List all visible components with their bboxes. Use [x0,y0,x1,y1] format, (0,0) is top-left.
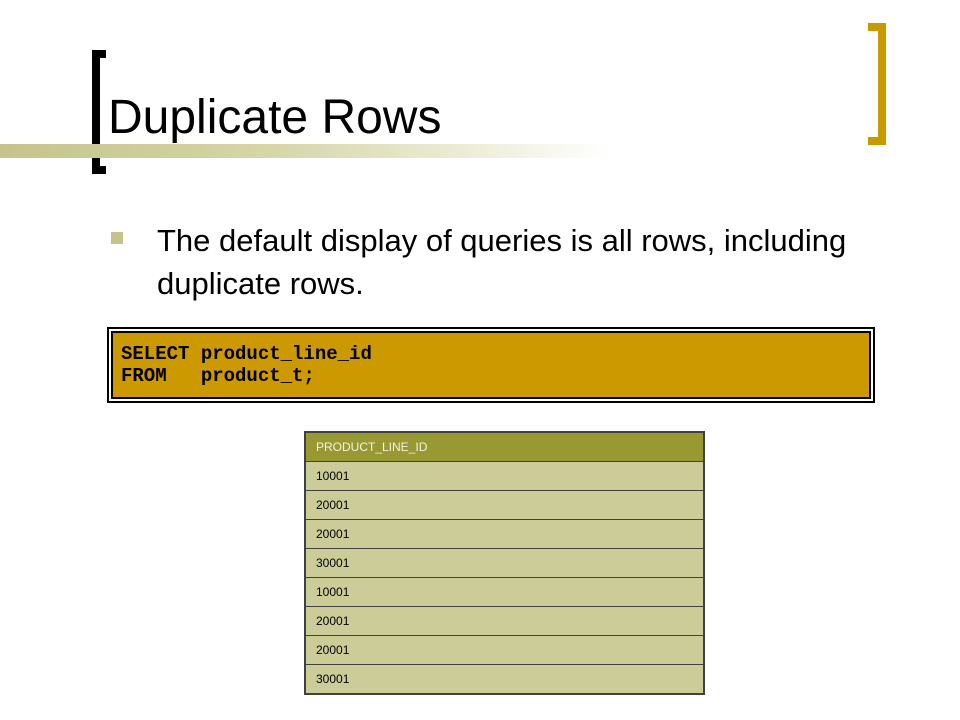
table-cell: 10001 [304,577,705,607]
right-bracket-decoration [868,23,886,145]
slide-title: Duplicate Rows [108,91,442,144]
table-row: 30001 [304,664,705,695]
table-row: 10001 [304,577,705,607]
title-underline-rule [0,144,610,158]
table-cell: 30001 [304,664,705,695]
table-cell: 20001 [304,635,705,665]
left-bracket-decoration [92,50,106,174]
table-cell: 30001 [304,548,705,578]
code-line-select: SELECT product_line_id [121,343,372,365]
table-cell: 20001 [304,490,705,520]
table-cell: 20001 [304,606,705,636]
table-cell: 20001 [304,519,705,549]
table-row: 30001 [304,548,705,578]
table-row: 20001 [304,490,705,520]
table-cell: 10001 [304,461,705,491]
code-line-from: FROM product_t; [121,365,315,387]
table-row: 20001 [304,519,705,549]
sql-code-box: SELECT product_line_id FROM product_t; [107,327,875,403]
table-row: 20001 [304,635,705,665]
bullet-square-icon [111,232,123,244]
table-row: 20001 [304,606,705,636]
table-row: 10001 [304,461,705,491]
query-result-table: PRODUCT_LINE_ID 10001 20001 20001 30001 … [304,431,705,695]
table-header-row: PRODUCT_LINE_ID [304,431,705,462]
bullet-text: The default display of queries is all ro… [157,223,847,301]
column-header-product-line-id: PRODUCT_LINE_ID [304,431,705,462]
